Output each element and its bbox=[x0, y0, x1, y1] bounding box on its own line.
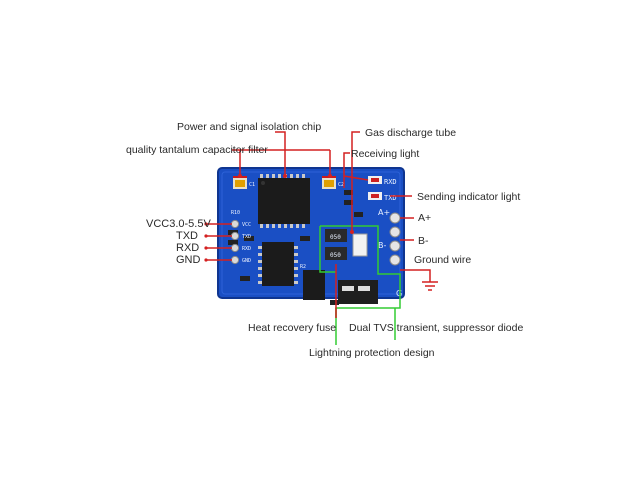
silk-txd: TXD bbox=[384, 194, 397, 202]
heat-recovery-fuse bbox=[325, 229, 347, 260]
silk-pin-txd: TXD bbox=[242, 234, 251, 240]
label-sending-light: Sending indicator light bbox=[417, 191, 521, 203]
txd-led bbox=[368, 192, 382, 200]
pin-label-txd: TXD bbox=[176, 230, 198, 242]
silk-fuse-1: 050 bbox=[330, 234, 341, 241]
silk-pin-rxd: RXD bbox=[242, 246, 251, 252]
silk-g: G bbox=[396, 289, 402, 298]
rxd-led bbox=[368, 176, 382, 184]
silk-pin-gnd: GND bbox=[242, 258, 251, 264]
board-silkscreen: RXD TXD A+ B- G 050 050 C1 C2 R10 R2 VCC… bbox=[231, 178, 402, 298]
label-a-plus: A+ bbox=[418, 212, 432, 224]
pin-label-rxd: RXD bbox=[176, 242, 200, 254]
silk-c1: C1 bbox=[249, 182, 255, 188]
pin-label-vcc: VCC3.0-5.5V bbox=[146, 218, 211, 230]
gas-discharge-tube bbox=[352, 233, 368, 257]
silk-pin-vcc: VCC bbox=[242, 222, 251, 228]
transceiver-chip bbox=[258, 242, 298, 286]
label-b-minus: B- bbox=[418, 235, 429, 247]
label-tantalum-capacitor: quality tantalum capacitor filter bbox=[126, 144, 268, 156]
label-dual-tvs: Dual TVS transient, suppressor diode bbox=[349, 322, 524, 334]
silk-fuse-2: 050 bbox=[330, 252, 341, 259]
label-ground-wire: Ground wire bbox=[414, 254, 472, 266]
tantalum-capacitor-right bbox=[322, 176, 336, 189]
label-lightning-protection: Lightning protection design bbox=[309, 347, 435, 359]
silk-r10: R10 bbox=[231, 210, 240, 216]
silk-a: A+ bbox=[378, 208, 390, 217]
pin-label-gnd: GND bbox=[176, 254, 201, 266]
label-gas-discharge-tube: Gas discharge tube bbox=[365, 127, 457, 139]
silk-b: B- bbox=[378, 241, 386, 250]
optocoupler-chip bbox=[303, 270, 325, 300]
label-receiving-light: Receiving light bbox=[351, 148, 420, 160]
silk-c2: C2 bbox=[338, 182, 344, 188]
leader-dots bbox=[204, 174, 354, 262]
label-heat-fuse: Heat recovery fuse bbox=[248, 322, 337, 334]
silk-r2: R2 bbox=[300, 264, 306, 270]
leader-lines bbox=[206, 131, 438, 318]
silk-rxd: RXD bbox=[384, 178, 397, 186]
label-power-isolation-chip: Power and signal isolation chip bbox=[177, 121, 322, 133]
dual-tvs-diode bbox=[338, 280, 378, 304]
isolation-chip bbox=[258, 174, 310, 228]
terminal-right bbox=[389, 212, 401, 266]
